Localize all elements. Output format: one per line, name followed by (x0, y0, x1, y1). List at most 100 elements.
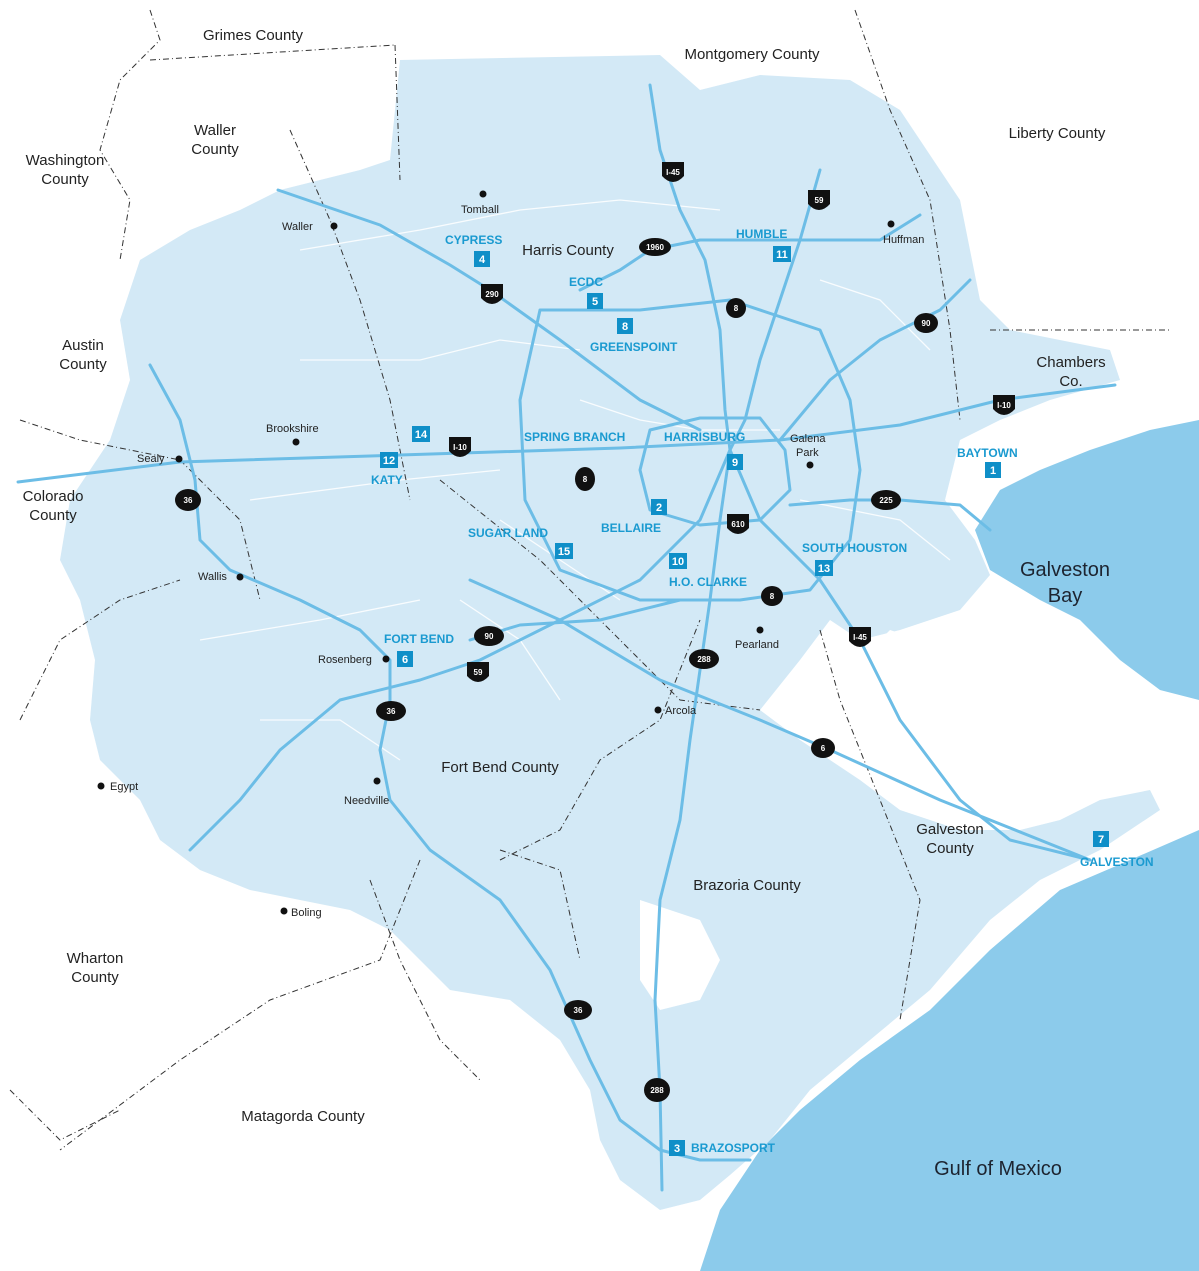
state-shield-icon (811, 738, 835, 758)
town-dot-rosenberg (382, 655, 390, 663)
region-label-bellaire[interactable]: BELLAIRE (601, 521, 661, 535)
county-label-washington-1: Washington (26, 152, 105, 169)
region-badge-14[interactable] (412, 426, 430, 442)
region-num-ecdc: 5 (592, 296, 598, 308)
county-boundaries (9, 9, 1170, 1151)
county-label-wharton-1: Wharton (67, 950, 124, 967)
town-dot-boling (280, 907, 288, 915)
loop610 (638, 416, 792, 527)
highway-shields: I-45 59 1960 290 8 90 I-10 I-10 8 225 61… (175, 162, 1015, 1102)
town-label-waller: Waller (282, 221, 313, 233)
state-shield-icon (564, 1000, 592, 1020)
us-shield-icon (474, 626, 504, 646)
region-num-greenspoint: 8 (622, 321, 628, 333)
i10-highway (16, 383, 1117, 484)
region-label-katy[interactable]: KATY (371, 473, 403, 487)
highway-label-sh288-north: 288 (697, 655, 711, 664)
region-label-brazosport[interactable]: BRAZOSPORT (691, 1141, 776, 1155)
region-badge-humble[interactable] (773, 246, 791, 262)
county-label-austin-2: County (59, 356, 107, 373)
region-badge-south-houston[interactable] (815, 560, 833, 576)
county-label-colorado-2: County (29, 507, 77, 524)
county-label-montgomery: Montgomery County (684, 46, 820, 63)
highway-label-i45-south: I-45 (853, 633, 867, 642)
town-label-wallis: Wallis (198, 571, 227, 583)
i45-north-highway (648, 83, 732, 452)
state-shield-icon (639, 238, 671, 256)
state-shield-icon (175, 489, 201, 511)
town-label-arcola: Arcola (665, 705, 697, 717)
town-label-egypt: Egypt (110, 781, 138, 793)
region-num-sugar-land: 15 (558, 546, 570, 558)
interstate-shield-icon (727, 514, 749, 534)
region-label-fort-bend[interactable]: FORT BEND (384, 632, 454, 646)
us-shield-icon (467, 662, 489, 682)
region-badge-ho-clarke[interactable] (669, 553, 687, 569)
highway-label-sh8-west: 8 (583, 475, 588, 484)
region-badge-ecdc[interactable] (587, 293, 603, 309)
region-badge-katy[interactable] (380, 452, 398, 468)
region-num-baytown: 1 (990, 465, 996, 477)
town-label-pearland: Pearland (735, 639, 779, 651)
regions: CYPRESS 4 HUMBLE 11 ECDC 5 8 GREENSPOINT… (371, 227, 1154, 1156)
highway-label-sh225: 225 (879, 496, 893, 505)
us59-north-highway (728, 168, 822, 452)
region-badge-sugar-land[interactable] (555, 543, 573, 559)
region-label-baytown[interactable]: BAYTOWN (957, 446, 1018, 460)
region-label-cypress[interactable]: CYPRESS (445, 233, 502, 247)
region-label-humble[interactable]: HUMBLE (736, 227, 787, 241)
region-label-harrisburg[interactable]: HARRISBURG (664, 430, 745, 444)
region-area (60, 55, 1160, 1210)
state-shield-icon (689, 649, 719, 669)
region-num-galveston: 7 (1098, 834, 1104, 846)
town-dot-wallis (236, 573, 244, 581)
region-label-galveston[interactable]: GALVESTON (1080, 855, 1154, 869)
subdivision-lines (199, 199, 951, 761)
state-shield-icon (871, 490, 901, 510)
water-label-bay-1: Galveston (1020, 559, 1110, 581)
town-dot-waller (330, 222, 338, 230)
region-label-spring-branch[interactable]: SPRING BRANCH (524, 430, 625, 444)
highway-label-us59-north: 59 (815, 196, 824, 205)
town-label-tomball: Tomball (461, 204, 499, 216)
county-label-matagorda: Matagorda County (241, 1108, 365, 1125)
county-label-austin-1: Austin (62, 337, 104, 354)
town-label-galena-2: Park (796, 447, 819, 459)
town-label-sealy: Sealy (137, 453, 165, 465)
region-num-katy: 12 (383, 455, 395, 467)
town-dot-huffman (887, 220, 895, 228)
region-badge-fort-bend[interactable] (397, 651, 413, 667)
region-badge-bellaire[interactable] (651, 499, 667, 515)
region-badge-cypress[interactable] (474, 251, 490, 267)
county-label-brazoria: Brazoria County (693, 877, 801, 894)
region-badge-baytown[interactable] (985, 462, 1001, 478)
county-label-liberty: Liberty County (1009, 125, 1106, 142)
county-label-fort-bend: Fort Bend County (441, 759, 559, 776)
region-badge-harrisburg[interactable] (727, 454, 743, 470)
highway-label-sh8-north: 8 (734, 304, 739, 313)
region-num-harrisburg: 9 (732, 457, 738, 469)
region-num-brazosport: 3 (674, 1143, 680, 1155)
highway-label-us90a: 90 (485, 632, 494, 641)
town-dot-tomball (479, 190, 487, 198)
gap-area-south (780, 630, 930, 740)
county-label-chambers-2: Co. (1059, 373, 1082, 390)
highway-label-sh8-south: 8 (770, 592, 775, 601)
region-label-sugar-land[interactable]: SUGAR LAND (468, 526, 548, 540)
region-label-south-houston[interactable]: SOUTH HOUSTON (802, 541, 907, 555)
town-dot-sealy (175, 455, 183, 463)
region-badge-brazosport[interactable] (669, 1140, 685, 1156)
region-badge-galveston[interactable] (1093, 831, 1109, 847)
state-shield-icon (761, 586, 783, 606)
region-badge-greenspoint[interactable] (617, 318, 633, 334)
county-label-harris: Harris County (522, 242, 614, 259)
us-shield-icon (914, 313, 938, 333)
region-label-ho-clarke[interactable]: H.O. CLARKE (669, 575, 747, 589)
region-label-ecdc[interactable]: ECDC (569, 275, 603, 289)
region-label-greenspoint[interactable]: GREENSPOINT (590, 340, 678, 354)
county-label-colorado-1: Colorado (23, 488, 84, 505)
town-label-brookshire: Brookshire (266, 423, 319, 435)
town-label-galena-1: Galena (790, 433, 826, 445)
